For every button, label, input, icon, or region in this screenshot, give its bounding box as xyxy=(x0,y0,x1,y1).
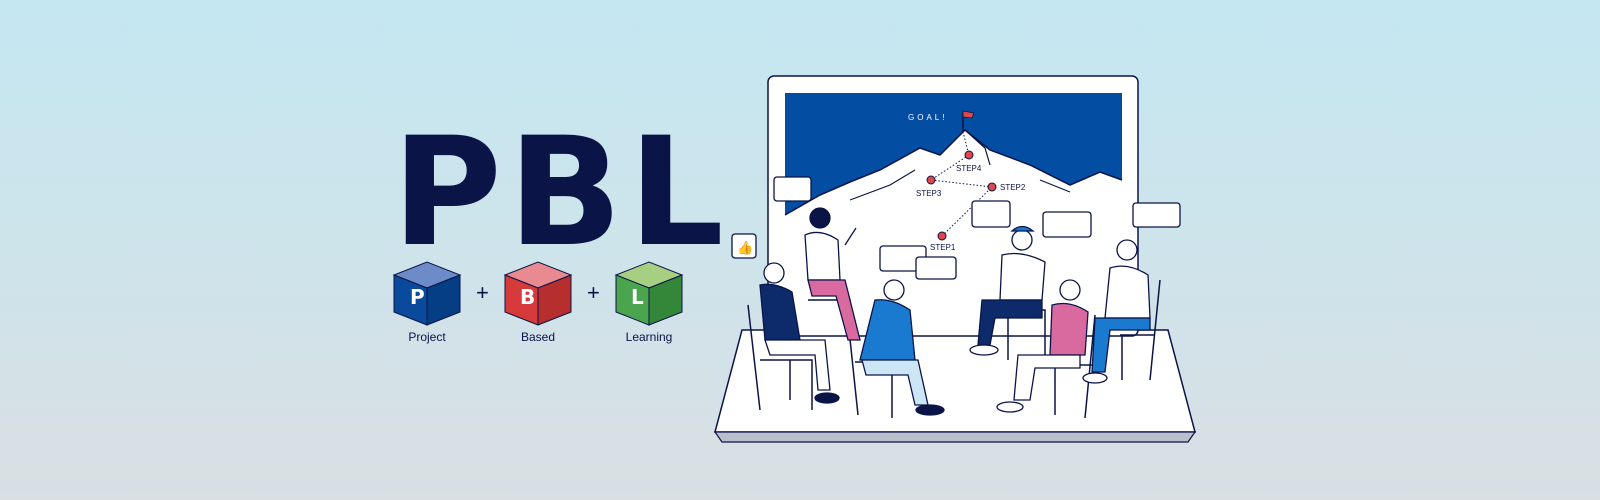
pbl-title: PBL xyxy=(392,106,730,280)
step-label: STEP1 xyxy=(930,243,956,252)
plus-sign: + xyxy=(476,280,489,305)
person-blue-shirt xyxy=(859,279,945,416)
cube-letter: B xyxy=(520,285,535,309)
people xyxy=(759,207,1151,416)
step-label: STEP4 xyxy=(956,164,982,173)
cube-label-learning: Learning xyxy=(625,330,673,344)
plus-sign: + xyxy=(587,280,600,305)
cube-label-project: Project xyxy=(408,330,446,344)
person-pink xyxy=(996,279,1089,413)
goal-label: GOAL! xyxy=(908,113,947,122)
cube-project xyxy=(392,261,462,326)
cube-letter: L xyxy=(631,285,644,309)
person-glasses xyxy=(759,262,840,404)
person-right xyxy=(1082,239,1151,384)
cube-learning xyxy=(614,261,684,326)
cube-based xyxy=(503,261,573,326)
whiteboard xyxy=(767,75,1139,337)
person-pointing xyxy=(804,207,861,341)
thumbs-up-icon: 👍 xyxy=(737,240,753,255)
person-cap xyxy=(969,225,1046,356)
cube-letter: P xyxy=(410,285,425,309)
step-label: STEP2 xyxy=(1000,183,1026,192)
cube-label-based: Based xyxy=(520,330,556,344)
speech-bubbles xyxy=(731,176,1181,280)
step-label: STEP3 xyxy=(916,189,942,198)
